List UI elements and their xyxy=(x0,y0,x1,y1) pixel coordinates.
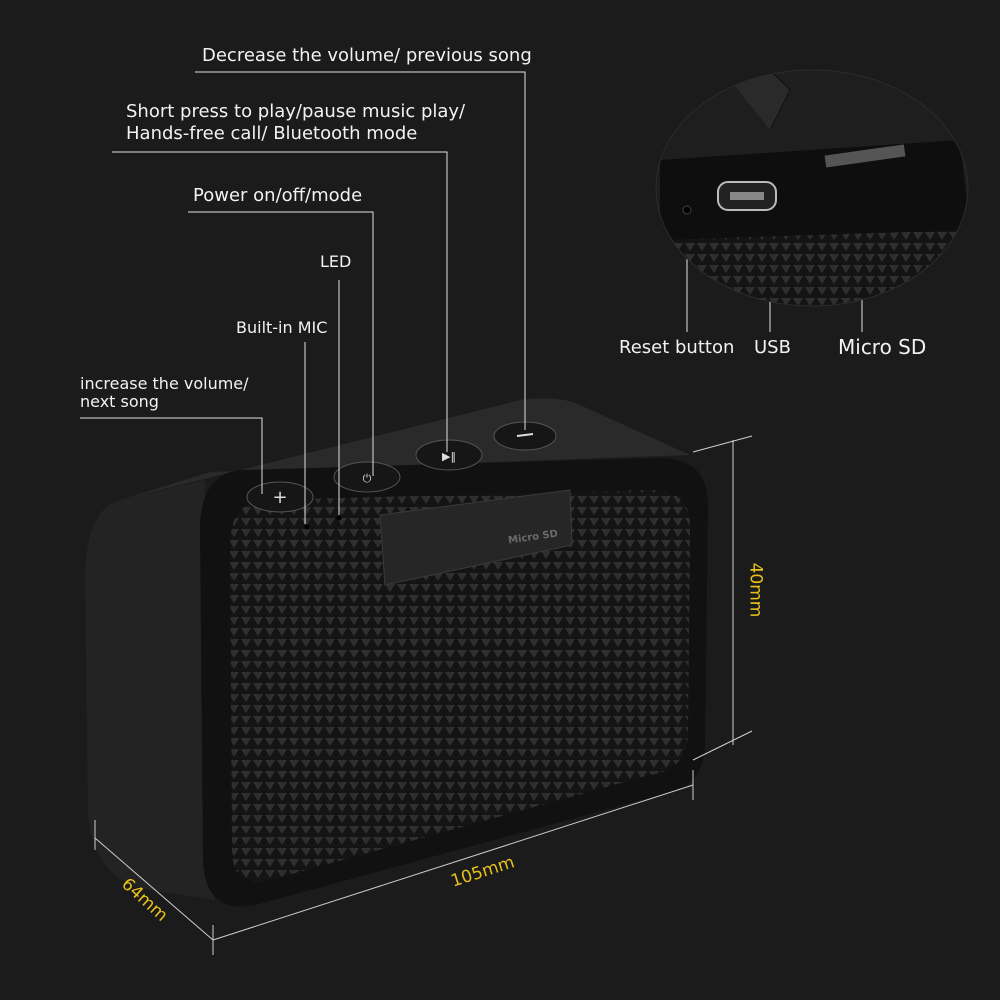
callout-lines xyxy=(80,71,863,524)
speaker-top xyxy=(120,398,690,500)
label-increase-1: increase the volume/ xyxy=(80,374,249,393)
label-increase-2: next song xyxy=(80,392,159,411)
label-led: LED xyxy=(320,252,352,271)
label-mic: Built-in MIC xyxy=(236,318,328,337)
dimension-height: 40mm xyxy=(745,562,766,618)
label-usb: USB xyxy=(754,337,791,358)
speaker-side xyxy=(85,480,215,900)
port-cover xyxy=(379,489,573,586)
inset-detail xyxy=(656,70,968,306)
svg-text:⏻: ⏻ xyxy=(363,472,372,485)
svg-text:+: + xyxy=(272,487,287,508)
speaker-grille xyxy=(230,490,690,882)
dimension-lines xyxy=(94,435,753,955)
led xyxy=(336,515,342,521)
svg-text:▶‖: ▶‖ xyxy=(442,450,456,463)
label-decrease-volume: Decrease the volume/ previous song xyxy=(202,45,532,66)
sd-slot xyxy=(824,144,906,168)
play-pause-button[interactable]: ▶‖ xyxy=(415,439,483,471)
label-reset-button: Reset button xyxy=(619,337,735,358)
label-micro-sd: Micro SD xyxy=(838,335,927,359)
label-play-pause-1: Short press to play/pause music play/ xyxy=(126,101,466,122)
reset-hole xyxy=(682,205,692,215)
volume-up-button[interactable]: + xyxy=(246,481,314,513)
mic-hole xyxy=(304,524,310,530)
label-power: Power on/off/mode xyxy=(193,185,363,206)
power-button[interactable]: ⏻ xyxy=(333,461,401,493)
label-play-pause-2: Hands-free call/ Bluetooth mode xyxy=(126,123,418,144)
